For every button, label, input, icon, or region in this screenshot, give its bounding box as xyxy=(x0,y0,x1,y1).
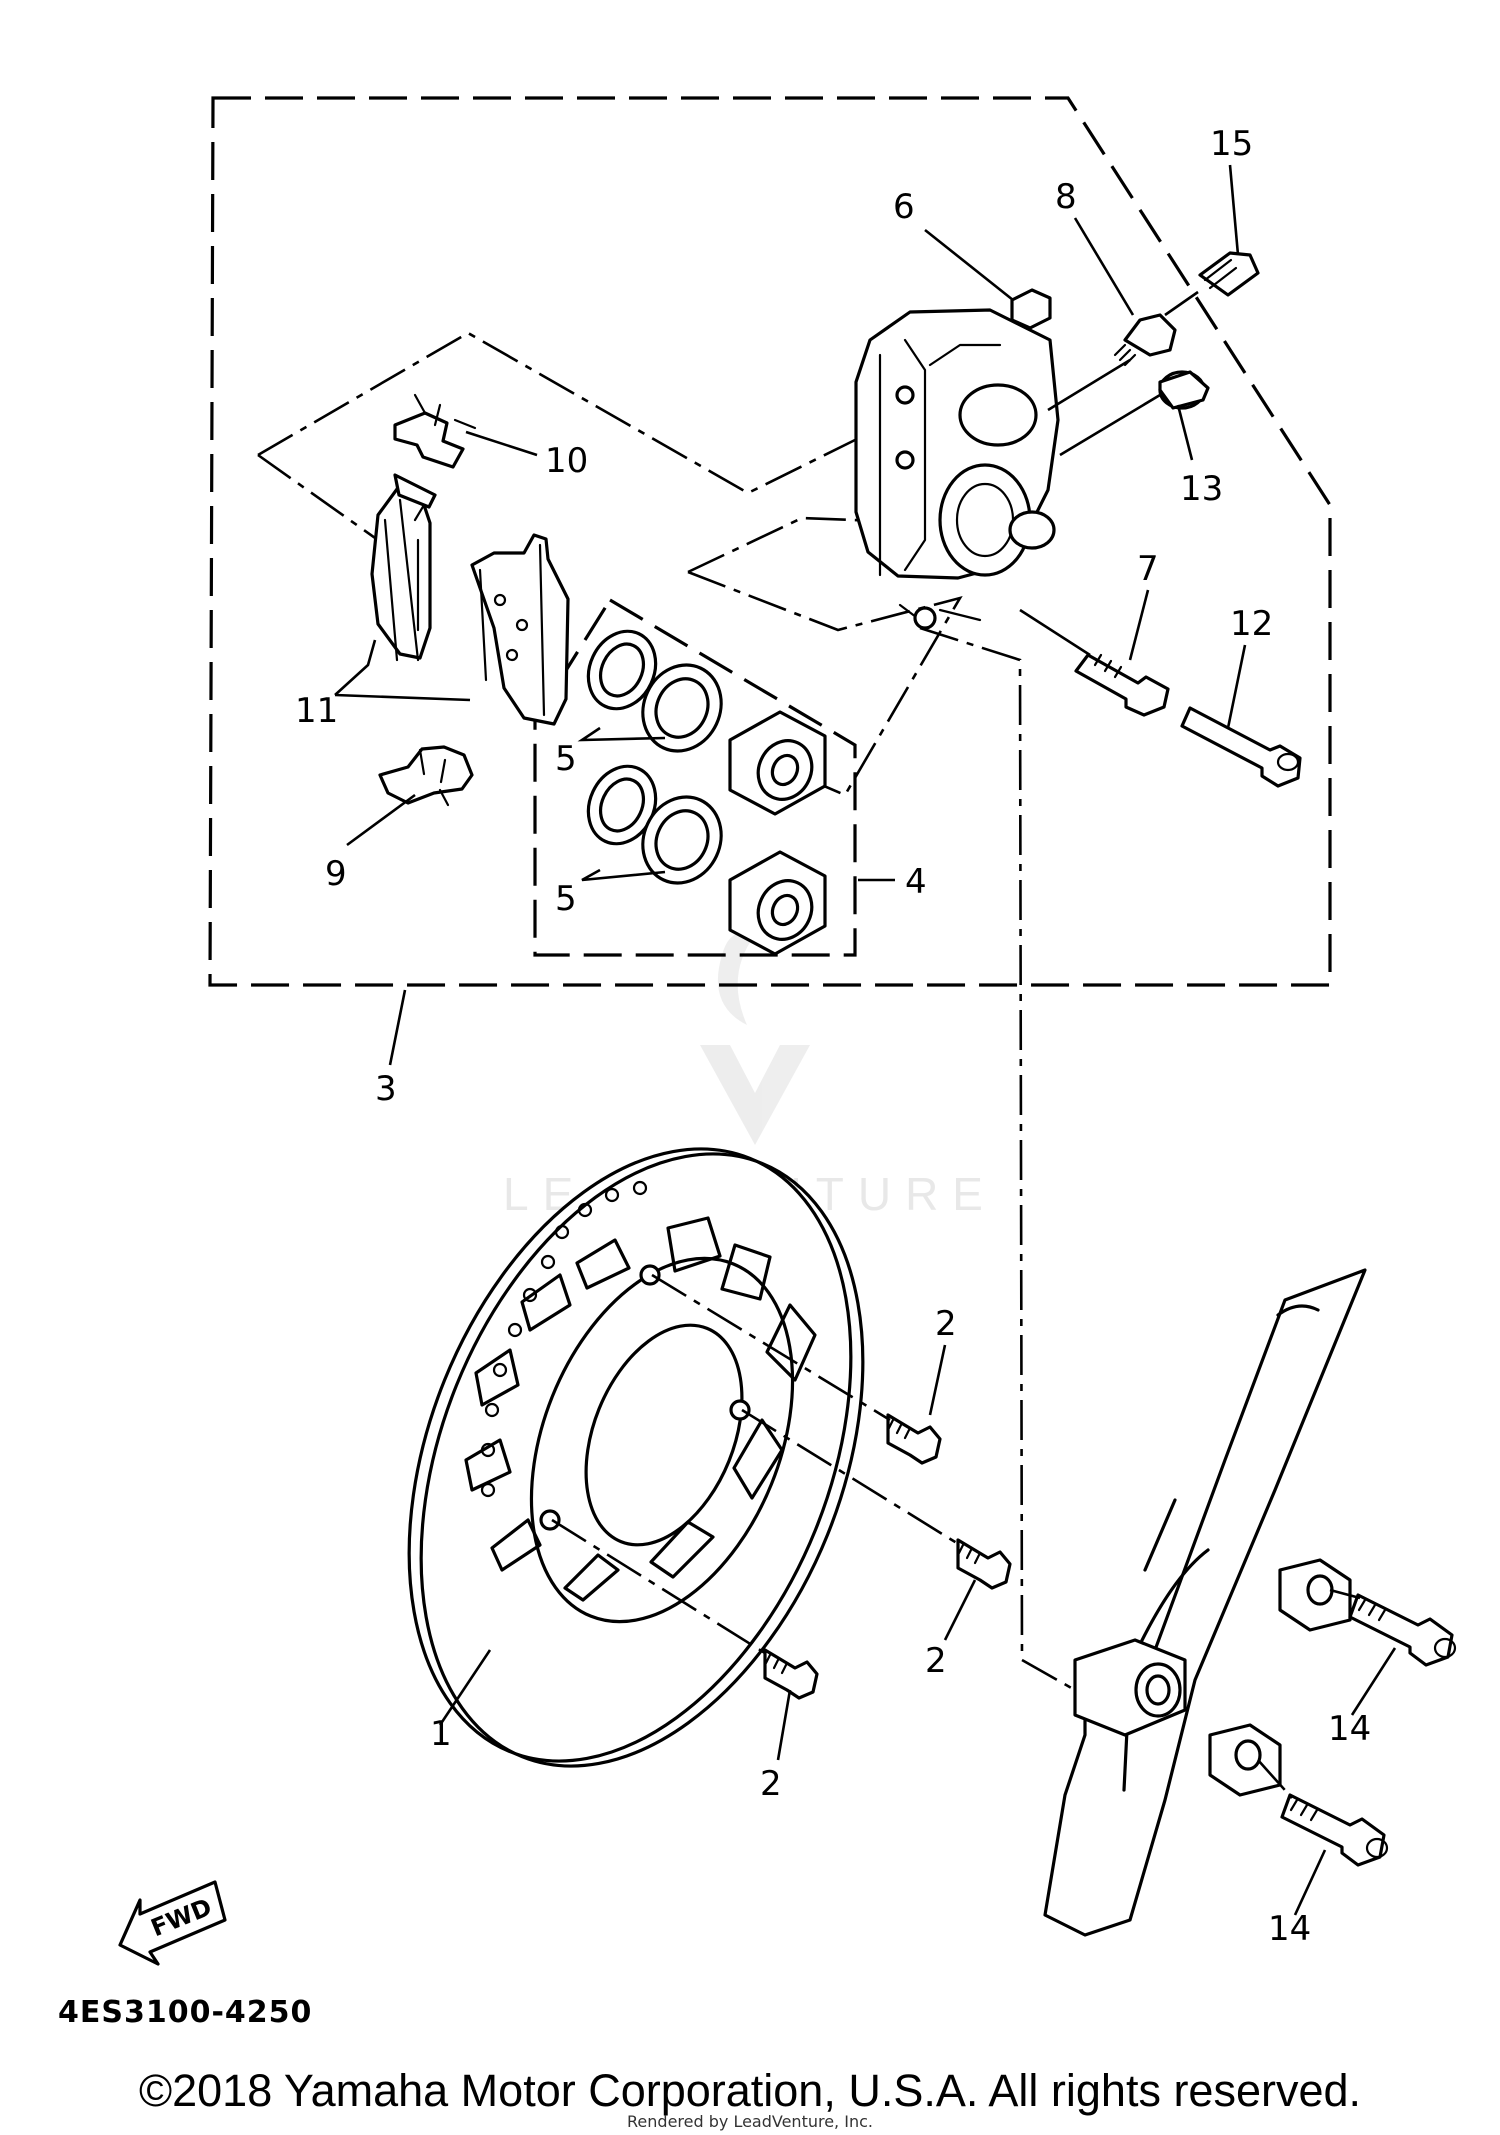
leader-3 xyxy=(388,989,407,1066)
caliper-mount-bolt-14-upper xyxy=(1348,1593,1457,1667)
leader-12 xyxy=(1226,644,1247,729)
leader-15 xyxy=(1228,164,1240,256)
leader-14a xyxy=(1350,1647,1397,1716)
plug-13 xyxy=(1158,370,1210,410)
callout-5-lower: 5 xyxy=(555,879,577,919)
callout-5-upper: 5 xyxy=(555,739,577,779)
callout-2-right: 2 xyxy=(925,1641,947,1681)
rendered-by-notice: Rendered by LeadVenture, Inc. xyxy=(627,2112,873,2131)
front-fork-leg xyxy=(1043,1268,1367,1937)
leader-2a xyxy=(928,1344,947,1416)
pin-bolt-7 xyxy=(1074,653,1170,717)
callout-10: 10 xyxy=(545,441,588,481)
pad-reference-line-lower xyxy=(257,453,386,547)
leader-8 xyxy=(1073,217,1135,316)
leader-11 xyxy=(334,639,377,696)
leader-5b xyxy=(581,868,666,882)
leader-1 xyxy=(438,1649,492,1726)
caliper-mount-bolt-14-lower xyxy=(1280,1793,1389,1867)
pad-spring-9 xyxy=(378,745,474,807)
brake-pad-11-left xyxy=(370,473,437,662)
callout-2-bottom: 2 xyxy=(760,1764,782,1804)
caliper-body xyxy=(854,308,1060,630)
bleed-cap-6 xyxy=(1010,288,1052,330)
leader-9 xyxy=(346,793,416,847)
diagram-code: 4ES3100-4250 xyxy=(58,1995,312,2030)
brake-disc-1 xyxy=(407,1147,865,1768)
callout-3: 3 xyxy=(375,1069,397,1109)
mount-reference-line xyxy=(919,626,1076,1692)
fwd-arrow-icon: FWD xyxy=(118,1880,227,1966)
brake-pad-11-right xyxy=(470,533,570,726)
pin-bolt-12 xyxy=(1180,706,1302,788)
seal-reference-line-lower xyxy=(687,570,963,797)
callout-4: 4 xyxy=(905,862,927,902)
disc-screw-2-b xyxy=(956,1538,1012,1590)
leader-5a xyxy=(577,726,666,742)
pad-spring-10 xyxy=(393,393,477,469)
callout-6: 6 xyxy=(893,187,915,227)
callout-15: 15 xyxy=(1210,124,1253,164)
disc-screw-2-c xyxy=(763,1648,819,1700)
leader-2c xyxy=(776,1689,792,1761)
callout-9: 9 xyxy=(325,854,347,894)
callout-13: 13 xyxy=(1180,469,1223,509)
leader-14b xyxy=(1293,1849,1327,1916)
disc-screw-2-a xyxy=(886,1413,942,1465)
callout-11: 11 xyxy=(295,691,338,731)
piston-seals-5 xyxy=(586,629,723,885)
bleed-screw-8 xyxy=(1113,313,1177,367)
callout-8: 8 xyxy=(1055,177,1077,217)
leader-13 xyxy=(1176,404,1194,461)
bleed-cap-15 xyxy=(1198,251,1260,297)
leader-2b xyxy=(943,1579,977,1641)
pad-reference-line xyxy=(257,331,856,495)
copyright-notice: ©2018 Yamaha Motor Corporation, U.S.A. A… xyxy=(138,2065,1362,2116)
callout-14-upper: 14 xyxy=(1328,1709,1371,1749)
pistons xyxy=(728,710,827,956)
callout-14-lower: 14 xyxy=(1268,1909,1311,1949)
caliper-assembly-boundary xyxy=(208,96,1332,987)
leader-6 xyxy=(924,228,1014,302)
callout-7: 7 xyxy=(1137,549,1159,589)
leader-7 xyxy=(1128,589,1150,661)
callout-1: 1 xyxy=(430,1714,452,1754)
callout-2-top: 2 xyxy=(935,1304,957,1344)
callout-12: 12 xyxy=(1230,604,1273,644)
